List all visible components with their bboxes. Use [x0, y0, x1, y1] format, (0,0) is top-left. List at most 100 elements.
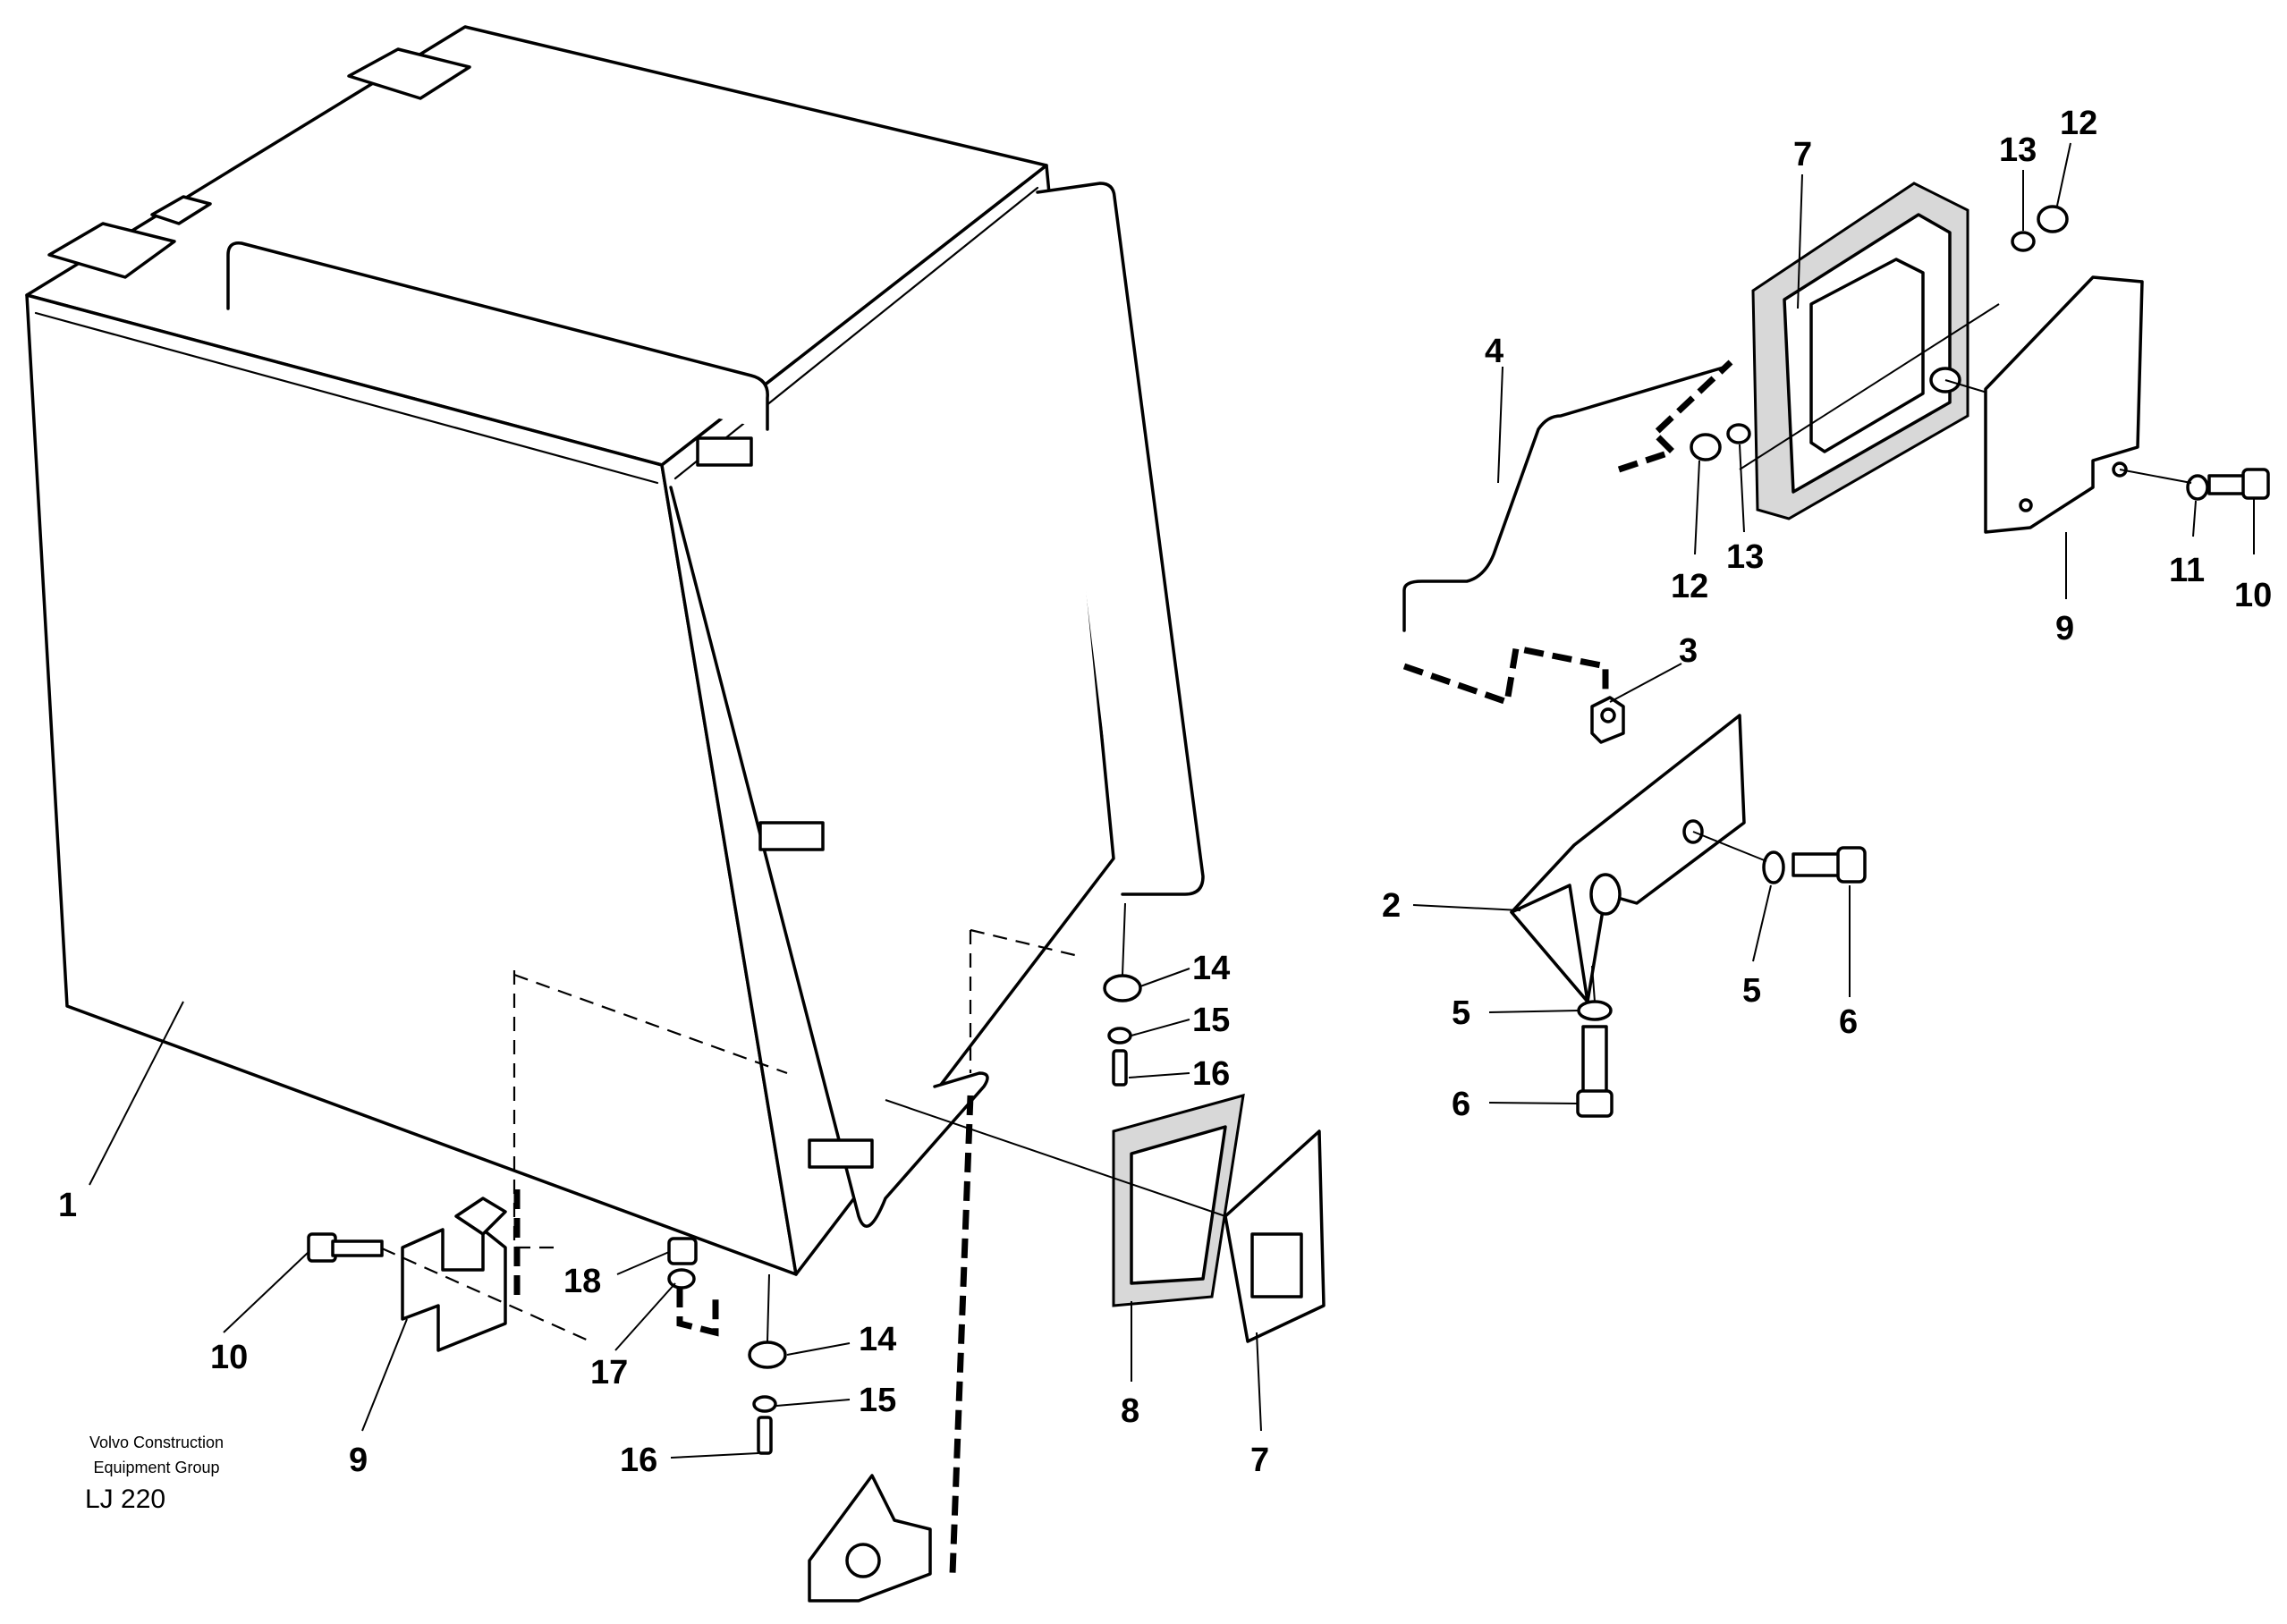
leader-2 — [1412, 904, 1521, 911]
callout-10a: 10 — [210, 1339, 248, 1376]
fasteners-17-18 — [667, 1237, 698, 1290]
callout-6a: 6 — [1452, 1086, 1470, 1123]
callout-14a: 14 — [1192, 950, 1230, 987]
nut-12-left — [1690, 433, 1722, 461]
bolt-10-shank — [2207, 474, 2247, 495]
bracket-9-right — [1984, 275, 2144, 534]
callout-15b: 15 — [859, 1382, 896, 1419]
callout-7a: 7 — [1793, 136, 1812, 173]
leader-1 — [89, 1001, 184, 1186]
fasteners-upper-14-16 — [1103, 902, 1142, 1087]
box-side-face — [660, 164, 1115, 1276]
hidden-outline-left — [512, 970, 555, 1249]
latch-plate-7-recess — [1250, 1232, 1303, 1298]
callout-13a: 13 — [1726, 538, 1764, 576]
latch-plate-7-body — [1809, 258, 1925, 453]
latch-slot-1 — [758, 821, 825, 851]
bracket-2 — [1510, 714, 1746, 1003]
leader-16a — [1128, 1072, 1190, 1078]
hidden-outline-right-top — [970, 928, 1083, 959]
bolt-6-right-head — [1836, 846, 1867, 884]
washer-15-lower — [752, 1395, 777, 1413]
washer-13-left — [1726, 423, 1751, 444]
box-side-rim — [673, 186, 1039, 480]
leader-18 — [616, 1251, 670, 1275]
hidden-lines — [512, 928, 1083, 1575]
screw-16-lower — [757, 1416, 773, 1455]
latch-slot-2 — [808, 1138, 874, 1169]
bottom-hook — [808, 1474, 932, 1603]
publisher-line-1: Volvo Construction — [89, 1434, 224, 1451]
callout-8: 8 — [1121, 1392, 1139, 1430]
leader-12b — [2056, 142, 2071, 207]
bolt-6-right-axis — [1692, 831, 1767, 862]
bracket-9-hole-2 — [2019, 498, 2033, 512]
hinge-tab-front — [47, 222, 176, 279]
callout-labels: 1 2 3 4 5 5 6 6 7 7 8 9 9 10 10 11 12 12… — [58, 105, 2272, 1479]
callout-leaders — [89, 142, 2255, 1459]
callout-17: 17 — [590, 1354, 628, 1391]
leader-12a — [1694, 460, 1700, 555]
hinge-tab-small — [150, 195, 212, 225]
callout-5a: 5 — [1452, 994, 1470, 1032]
leader-6a — [1488, 1102, 1578, 1104]
callout-12b: 12 — [2060, 105, 2097, 142]
leader-7b — [1256, 1332, 1262, 1432]
washer-5-right — [1762, 850, 1785, 884]
latch-lower-assembly — [885, 1093, 1326, 1343]
latch-upper-axis — [1739, 303, 2000, 470]
bolt-left-shank — [331, 1239, 384, 1257]
callout-10b: 10 — [2234, 577, 2272, 614]
bottom-hook-pivot — [845, 1543, 881, 1578]
callout-7b: 7 — [1250, 1442, 1269, 1479]
spacer-14-upper — [1103, 974, 1142, 1002]
callout-14b: 14 — [859, 1321, 896, 1358]
top-handle — [226, 241, 769, 431]
hinge-tab-rear — [347, 47, 471, 100]
callout-15a: 15 — [1192, 1002, 1230, 1039]
rod-4-dash-top — [1617, 359, 1733, 473]
washer-11 — [2186, 474, 2209, 501]
latch-axis — [885, 1099, 1226, 1217]
bottom-hook-assembly — [808, 1474, 932, 1603]
washer-5-bottom — [1577, 1000, 1613, 1021]
callout-16a: 16 — [1192, 1055, 1230, 1093]
leader-5b — [1752, 884, 1772, 962]
callout-9a: 9 — [349, 1442, 368, 1479]
right-assembly — [1402, 182, 2270, 1118]
leader-13a — [1739, 444, 1745, 533]
hook-axis-long — [949, 1095, 974, 1575]
bolt-6-bottom-shank — [1581, 1025, 1608, 1095]
gasket-8-inner — [1130, 1125, 1227, 1285]
leader-11 — [2192, 500, 2197, 537]
bolt-10-head — [2241, 468, 2270, 500]
clip-3-pin — [1600, 707, 1616, 723]
bolt-10-axis — [2119, 469, 2192, 484]
document-code: LJ 220 — [85, 1484, 166, 1514]
leader-17 — [614, 1282, 676, 1351]
callout-18: 18 — [563, 1263, 601, 1300]
callout-2: 2 — [1382, 887, 1401, 925]
leader-15a — [1131, 1019, 1190, 1036]
callout-12a: 12 — [1671, 568, 1708, 605]
latch-upper-axis-2 — [1944, 379, 1991, 394]
nut-18 — [667, 1237, 698, 1265]
bracket-left-tab — [454, 1197, 507, 1236]
axis-lower — [767, 1273, 770, 1342]
bolt-6-right-shank — [1791, 852, 1844, 877]
box-cover — [25, 25, 1205, 1276]
bolt-6-bottom-head — [1576, 1089, 1614, 1118]
callout-3: 3 — [1679, 632, 1698, 670]
screw-16-upper — [1112, 1049, 1128, 1087]
callout-6b: 6 — [1839, 1003, 1858, 1041]
leader-4 — [1497, 366, 1503, 484]
bolt-6-bottom-axis — [1591, 965, 1596, 1002]
washer-15-upper — [1107, 1027, 1132, 1045]
side-handle-rear — [1036, 182, 1205, 896]
leader-15b — [775, 1399, 851, 1407]
bracket-left — [401, 1228, 507, 1352]
box-front-rim — [34, 311, 659, 485]
leader-10a — [223, 1251, 309, 1333]
callout-5b: 5 — [1742, 972, 1761, 1010]
hidden-outline-top — [513, 973, 788, 1075]
